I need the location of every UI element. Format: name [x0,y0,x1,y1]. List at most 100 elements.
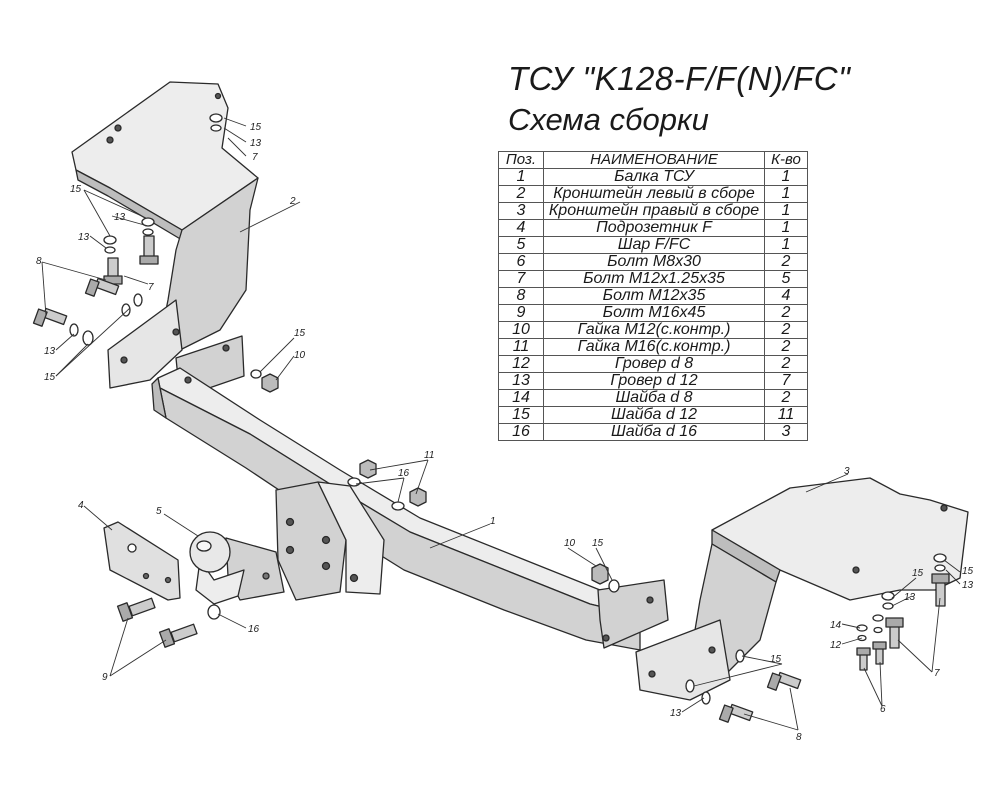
spring-washer [142,228,154,236]
callout-7: 7 [934,668,940,679]
nut [261,373,279,393]
washer [250,369,262,379]
spring-washer [104,246,116,254]
washer [391,501,405,511]
spring-washer [133,293,143,307]
washer [209,113,223,123]
bolt [856,647,871,671]
callout-8: 8 [36,256,42,267]
nut [409,487,427,507]
parts-table-header-row: Поз. НАИМЕНОВАНИЕ К-во [498,151,808,169]
washer [933,553,947,563]
callout-15: 15 [70,184,82,195]
row-name: Кронштейн левый в сборе [543,185,765,203]
bolt [931,573,950,607]
bolt [139,235,159,265]
bolt [766,671,802,691]
spring-washer [210,124,222,132]
row-name: Шар F/FC [543,236,765,254]
callout-13: 13 [670,708,682,719]
washer [82,330,94,346]
main-beam [151,335,669,651]
callout-3: 3 [844,466,850,477]
callout-16: 16 [248,624,260,635]
callout-13: 13 [44,346,56,357]
callout-11: 11 [424,450,434,461]
callout-2: 2 [289,196,296,207]
row-name: Гайка М12(с.контр.) [543,321,765,339]
washer [685,679,695,693]
callout-15: 15 [294,328,306,339]
row-name: Болт М8х30 [543,253,765,271]
header-position: Поз. [498,151,544,169]
nut [359,459,377,479]
callout-14: 14 [830,620,842,631]
drawing-subtitle: Схема сборки [508,102,709,137]
callout-10: 10 [294,350,306,361]
tow-ball [189,531,285,605]
callout-15: 15 [250,122,262,133]
center-fasteners [347,459,427,511]
callout-13: 13 [250,138,262,149]
spring-washer [69,323,79,337]
bolt [158,623,198,648]
row-quantity: 2 [764,389,808,407]
left-fasteners [32,113,279,393]
washer [881,591,895,601]
row-name: Шайба d 16 [543,423,765,441]
callout-13: 13 [114,212,126,223]
nut [591,563,609,585]
callout-13: 13 [904,592,916,603]
washer [608,579,620,593]
socket-plate [103,521,181,601]
spring-washer [934,564,946,572]
row-name: Болт М16х45 [543,304,765,322]
callout-7: 7 [148,282,154,293]
washer [856,624,868,632]
leader-lines [41,117,961,731]
bolt [885,617,904,649]
washer [207,604,221,620]
callout-4: 4 [78,500,84,511]
callout-6: 6 [880,704,886,715]
bolt [32,307,68,327]
callout-12: 12 [830,640,842,651]
bolt [718,703,754,723]
hitch-mount-plate [275,481,385,601]
row-position: 11 [498,338,544,356]
center-right-fasteners [591,563,620,593]
row-position: 16 [498,423,544,441]
callout-15: 15 [44,372,56,383]
callout-10: 10 [564,538,576,549]
bolt [103,257,123,285]
ball-fasteners [116,597,221,648]
row-quantity: 3 [764,423,808,441]
washer [872,614,884,622]
row-name: Подрозетник F [543,219,765,237]
washer [347,477,361,487]
callout-15: 15 [592,538,604,549]
callout-15: 15 [912,568,924,579]
right-bracket [635,477,969,701]
bolt [116,597,156,622]
drawing-title: ТСУ "K128-F/F(N)/FC" [508,60,851,97]
callout-13: 13 [962,580,974,591]
row-quantity: 1 [764,236,808,254]
callout-13: 13 [78,232,90,243]
spring-washer [701,691,711,705]
callout-9: 9 [102,672,108,683]
bolt [872,641,887,665]
bolt [84,277,120,297]
